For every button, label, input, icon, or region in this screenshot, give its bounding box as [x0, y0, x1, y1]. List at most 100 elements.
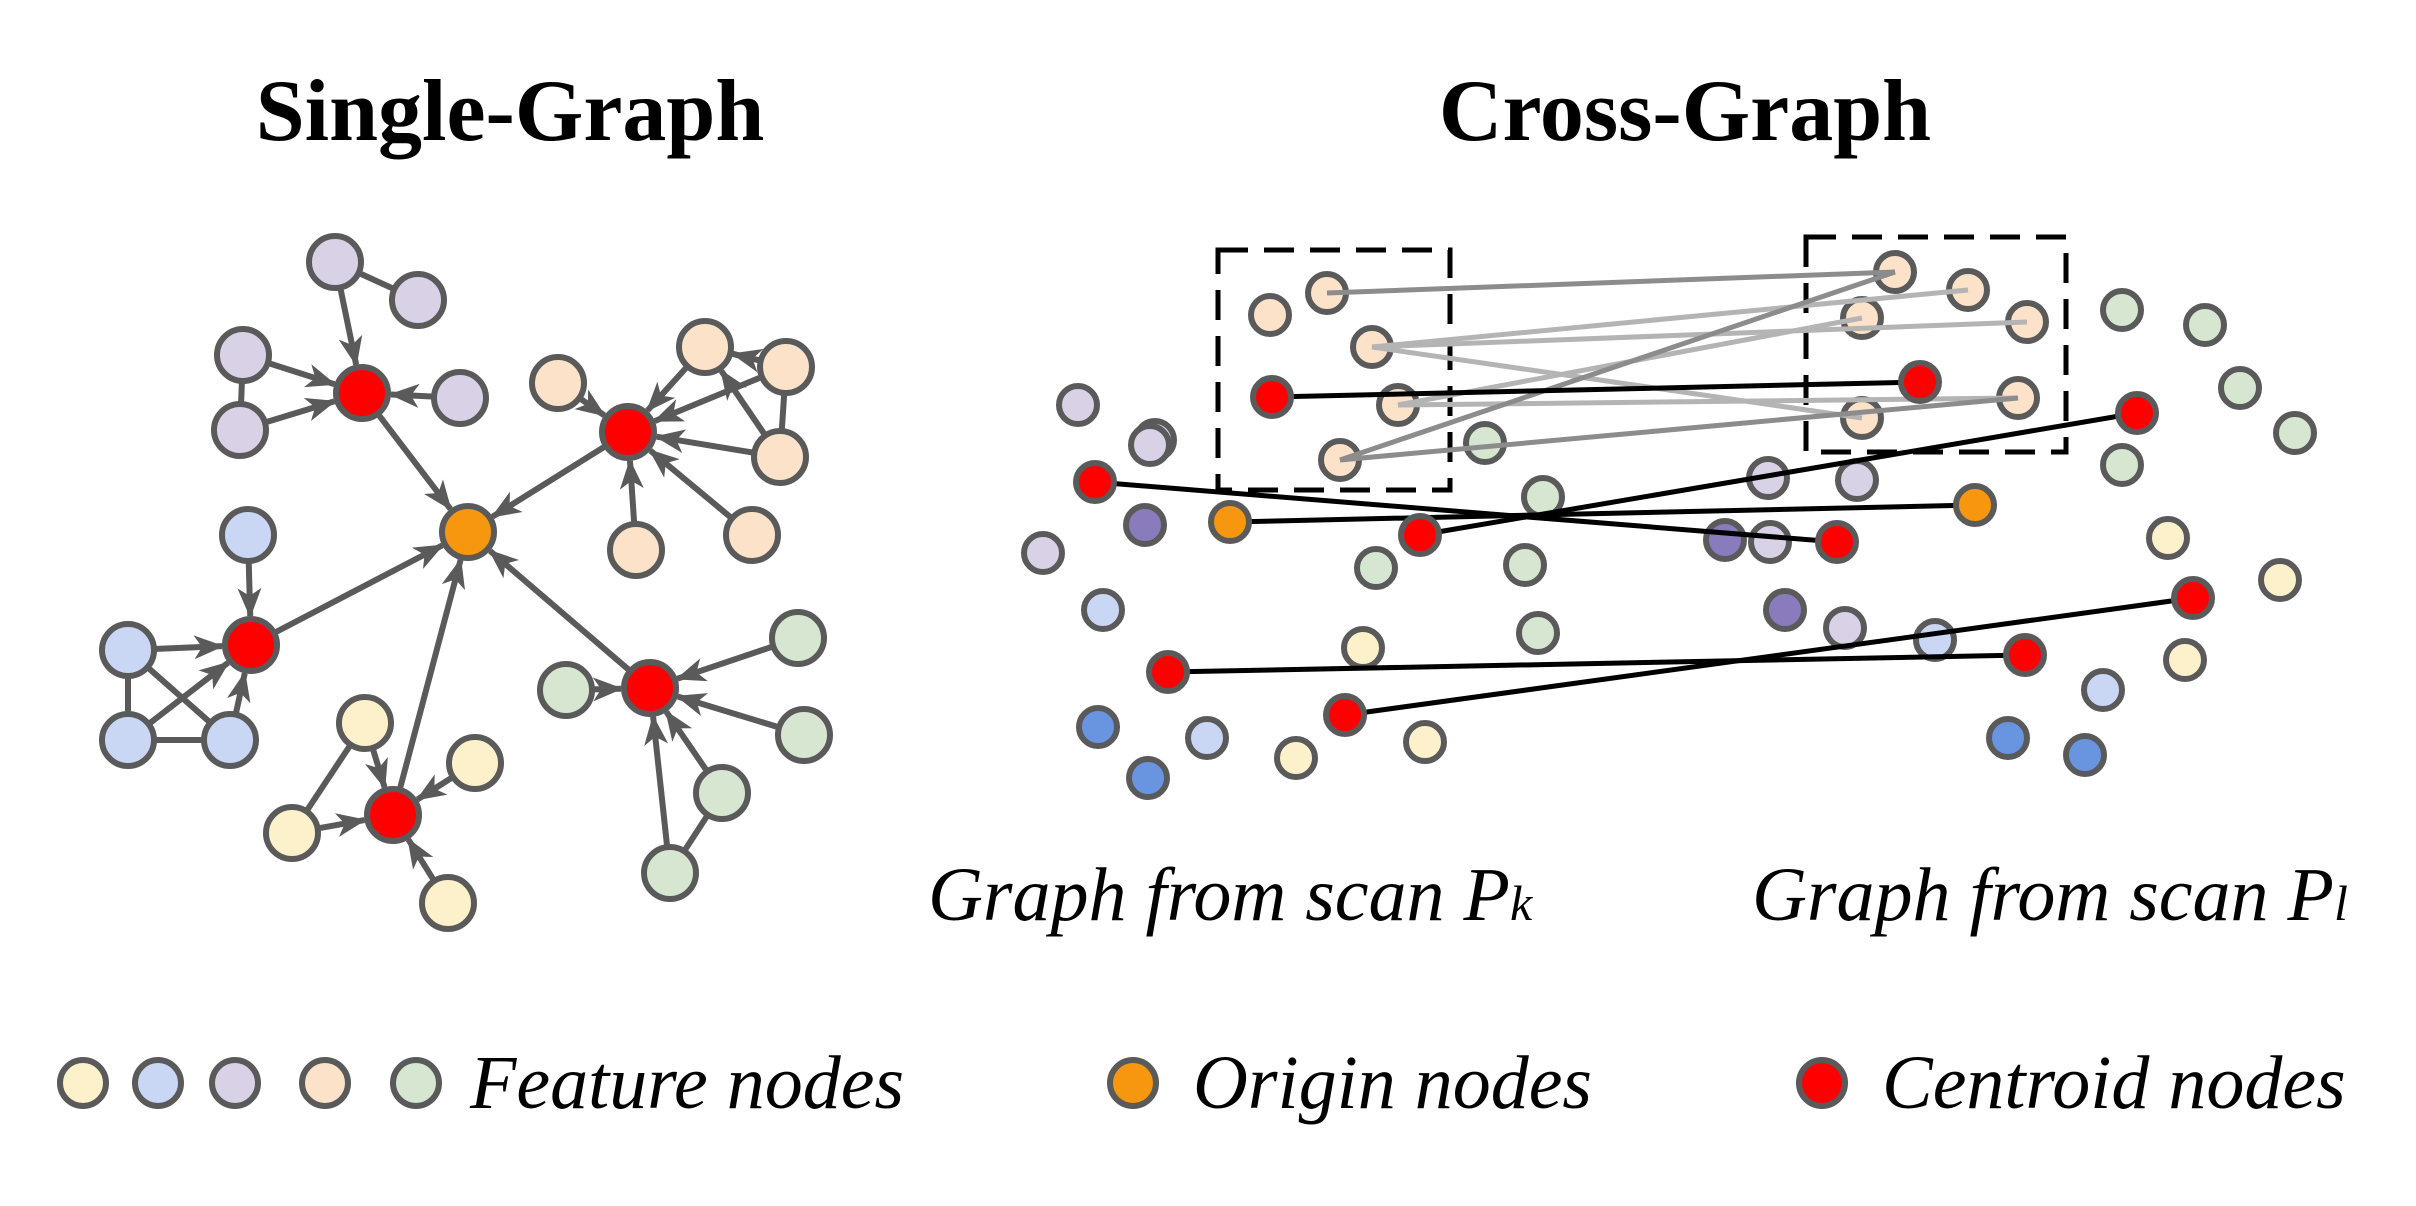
centroid-node — [1815, 520, 1859, 564]
centroid-node — [333, 364, 391, 422]
legend-yellow-node-swatch — [57, 1057, 109, 1109]
legend-centroid-label: Centroid nodes — [1882, 1041, 2346, 1125]
green-feature-node — [1354, 546, 1398, 590]
centroid-node — [364, 786, 422, 844]
yellow-feature-node — [2163, 638, 2207, 682]
peach-feature-node — [757, 338, 815, 396]
green-feature-node — [1503, 543, 1547, 587]
yellow-feature-node — [263, 804, 321, 862]
graph-arrow-edge — [375, 411, 453, 511]
correspondence-line — [1371, 344, 1863, 421]
blue-feature-node — [99, 621, 157, 679]
graph-arrow-edge — [272, 542, 445, 636]
legend-peach-node-swatch — [299, 1057, 351, 1109]
graph-arrow-edge — [645, 364, 690, 413]
centroid-node — [1323, 693, 1367, 737]
graph-arrow-edge — [317, 813, 367, 837]
legend-centroid-node-swatch — [1796, 1057, 1848, 1109]
centroid-node — [1250, 375, 1294, 419]
blue-feature-node — [1913, 618, 1957, 662]
dark-blue-feature-node — [1126, 756, 1170, 800]
scan-l-caption-text: Graph from scan P — [1752, 853, 2334, 937]
green-feature-node — [769, 609, 827, 667]
peach-feature-node — [676, 318, 734, 376]
graph-arrow-edge — [644, 714, 671, 848]
single-graph-nodes — [99, 233, 833, 932]
purple-feature-node — [214, 326, 272, 384]
green-feature-node — [1463, 421, 1507, 465]
graph-arrow-edge — [731, 349, 764, 373]
green-feature-node — [641, 844, 699, 902]
graph-arrow-edge — [591, 677, 624, 702]
peach-feature-node — [529, 354, 587, 412]
scan-l-subscript: l — [2334, 875, 2348, 931]
dark-purple-feature-node — [1123, 503, 1167, 547]
yellow-feature-node — [446, 734, 504, 792]
graph-arrow-edge — [415, 774, 455, 803]
blue-feature-node — [219, 506, 277, 564]
yellow-feature-node — [2258, 558, 2302, 602]
scan-k-caption: Graph from scan Pk — [928, 853, 1533, 937]
yellow-feature-node — [1403, 720, 1447, 764]
legend-origin-node-swatch — [1107, 1057, 1159, 1109]
graph-arrow-edge — [396, 558, 465, 791]
graph-arrow-edge — [146, 660, 230, 727]
blue-feature-node — [201, 711, 259, 769]
centroid-node — [1898, 360, 1942, 404]
single-graph-diagram — [99, 233, 833, 932]
correspondence-line — [1271, 379, 1921, 400]
graph-arrow-edge — [237, 560, 262, 619]
graph-arrow-edge — [266, 360, 337, 388]
graph-arrow-edge — [488, 548, 633, 674]
centroid-node — [2003, 633, 2047, 677]
yellow-feature-node — [336, 694, 394, 752]
graph-arrow-edge — [226, 671, 251, 716]
graph-arrow-edge — [264, 398, 337, 426]
graph-arrow-edge — [364, 747, 388, 790]
correspondence-line — [1371, 319, 2028, 350]
cross-graph-centroid-nodes — [1073, 360, 2215, 737]
centroid-node — [1146, 650, 1190, 694]
blue-feature-node — [99, 711, 157, 769]
peach-feature-node — [607, 521, 665, 579]
single-graph-title: Single-Graph — [256, 63, 765, 160]
purple-feature-node — [211, 401, 269, 459]
dark-blue-feature-node — [1986, 716, 2030, 760]
graph-arrow-edge — [153, 635, 225, 660]
graph-arrow-edge — [619, 458, 644, 525]
correspondence-line — [1326, 269, 1896, 296]
graph-arrow-edge — [648, 448, 734, 521]
centroid-node — [1398, 513, 1442, 557]
green-feature-node — [2183, 303, 2227, 347]
blue-feature-node — [2081, 668, 2125, 712]
dark-blue-feature-node — [1076, 705, 1120, 749]
legend-blue-node-swatch — [132, 1057, 184, 1109]
graph-arrow-edge — [654, 429, 755, 456]
scan-k-subscript: k — [1510, 875, 1533, 931]
graph-arrow-edge — [490, 443, 608, 520]
graph-arrow-edge — [718, 369, 768, 438]
yellow-feature-node — [1274, 736, 1318, 780]
scan-k-caption-text: Graph from scan P — [928, 853, 1510, 937]
origin-node — [1208, 500, 1252, 544]
graph-arrow-edge — [675, 643, 775, 682]
purple-feature-node — [431, 369, 489, 427]
legend-feature-label: Feature nodes — [469, 1041, 904, 1125]
green-feature-node — [2100, 288, 2144, 332]
peach-feature-node — [1248, 293, 1292, 337]
green-feature-node — [537, 661, 595, 719]
green-feature-node — [2100, 443, 2144, 487]
dark-purple-feature-node — [1763, 588, 1807, 632]
legend-green-node-swatch — [390, 1057, 442, 1109]
green-feature-node — [775, 706, 833, 764]
graph-arrow-edge — [675, 693, 781, 731]
origin-node — [439, 503, 497, 561]
peach-feature-node — [751, 428, 809, 486]
yellow-feature-node — [2146, 516, 2190, 560]
graph-arrow-edge — [663, 710, 710, 774]
scan-l-selection-box — [1803, 234, 2069, 455]
blue-feature-node — [1185, 716, 1229, 760]
correspondence-line — [1094, 479, 1838, 545]
purple-feature-node — [1748, 520, 1792, 564]
